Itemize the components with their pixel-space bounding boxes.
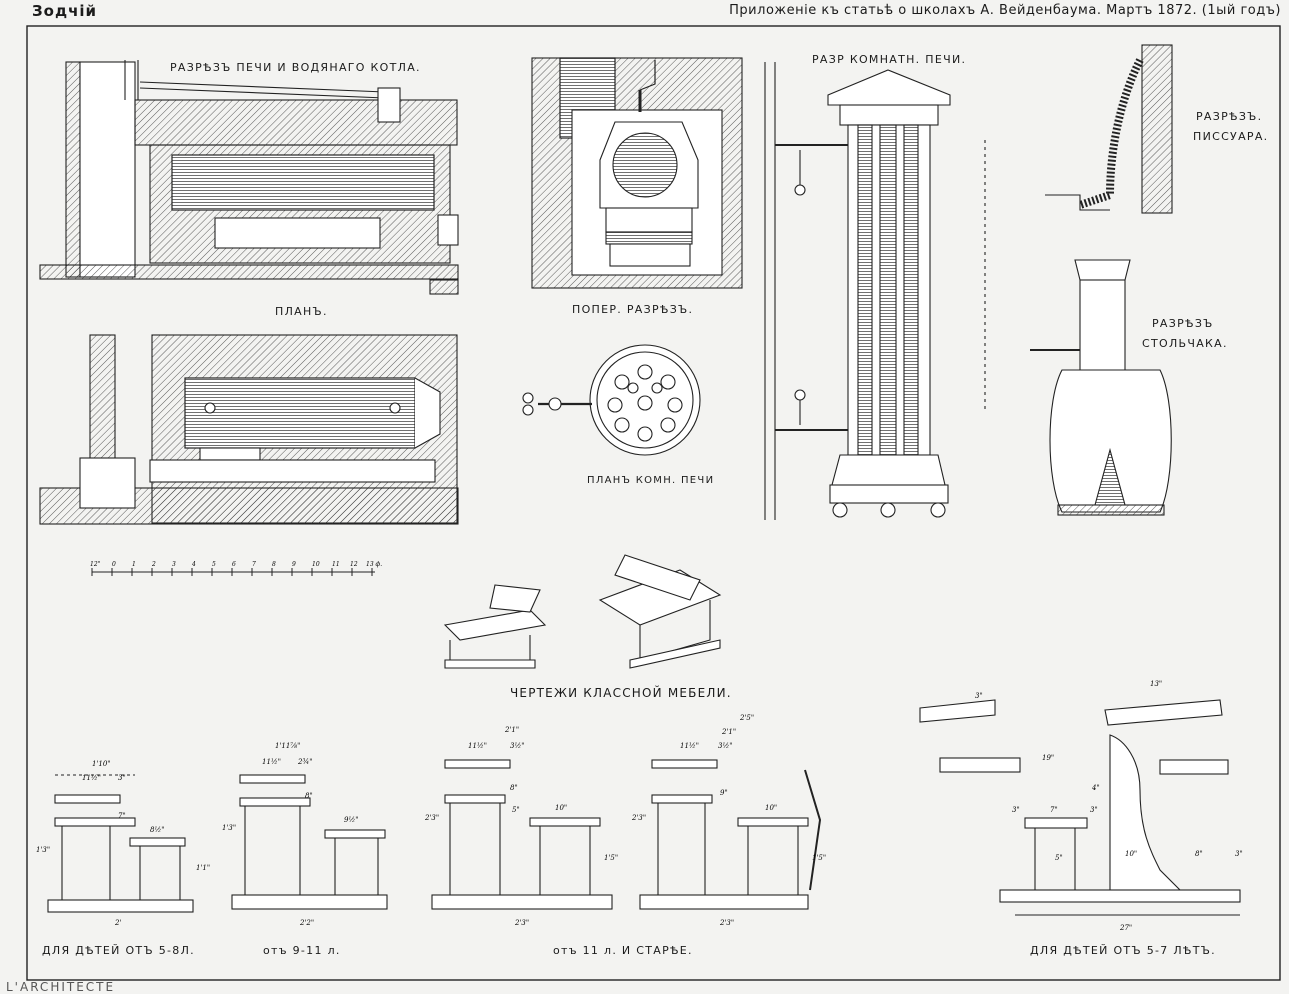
caption-urinal-line1: РАЗРѢЗЪ. xyxy=(1196,110,1263,123)
dimension-label: 8" xyxy=(305,792,313,800)
scale-label: 9 xyxy=(292,561,296,568)
dimension-label: 3½" xyxy=(510,742,524,750)
dimension-label: 27" xyxy=(1119,924,1132,932)
caption-toilet-line2: СТОЛЬЧАКА. xyxy=(1142,337,1228,350)
dimension-label: 7" xyxy=(1050,806,1058,814)
caption-urinal-line2: ПИССУАРА. xyxy=(1193,130,1269,143)
journal-title: Зодчій xyxy=(32,2,98,20)
dimension-label: 2'1" xyxy=(504,726,519,734)
scale-label: 7 xyxy=(252,561,256,568)
dimension-label: 11½" xyxy=(262,758,281,766)
scale-label: 6 xyxy=(232,561,236,568)
caption-classroom-furniture: ЧЕРТЕЖИ КЛАССНОЙ МЕБЕЛИ. xyxy=(510,686,732,700)
dimension-label: 1'5" xyxy=(604,854,618,862)
footer-text: L'ARCHITECTE xyxy=(6,980,116,994)
dimension-label: 8" xyxy=(510,784,518,792)
dimension-label: 8" xyxy=(1195,850,1203,858)
dimension-label: 10" xyxy=(765,804,777,812)
caption-stove-boiler-section: РАЗРѢЗЪ ПЕЧИ И ВОДЯНАГО КОТЛА. xyxy=(170,61,421,74)
caption-desk-9-11: отъ 9-11 л. xyxy=(263,944,341,957)
scale-label: 3 xyxy=(172,561,176,568)
desk-elevation-drawings xyxy=(47,699,1241,916)
scale-label: 10 xyxy=(312,561,320,568)
dimension-label: 2¾" xyxy=(297,758,312,766)
dimension-label: 2'2" xyxy=(299,919,314,927)
dimension-label: 8½" xyxy=(150,826,164,834)
scale-label: 12" xyxy=(90,561,101,568)
dimension-label: 3" xyxy=(1012,806,1020,814)
dimension-label: 1'3" xyxy=(222,824,236,832)
dimension-label: 1'3" xyxy=(36,846,50,854)
dimension-label: 2' xyxy=(114,919,121,927)
dimension-label: 11½" xyxy=(468,742,487,750)
dimension-label: 1'10" xyxy=(92,760,111,768)
dimension-label: 3" xyxy=(975,692,983,700)
caption-room-stove-section: РАЗР КОМНАТН. ПЕЧИ. xyxy=(812,53,967,66)
caption-room-stove-plan: ПЛАНЪ КОМН. ПЕЧИ xyxy=(587,475,715,486)
dimension-label: 5" xyxy=(512,806,520,814)
dimension-label: 11½" xyxy=(82,774,101,782)
desk-perspective-drawings xyxy=(443,554,722,669)
room-stove-plan-drawing xyxy=(522,344,701,456)
dimension-label: 2'1" xyxy=(721,728,736,736)
dimension-label: 3" xyxy=(118,774,126,782)
dimension-label: 11½" xyxy=(680,742,699,750)
dimension-label: 2'3" xyxy=(719,919,734,927)
scale-label: 13 ф. xyxy=(366,561,382,568)
dimension-label: 3" xyxy=(1090,806,1098,814)
plate-subtitle: Приложеніе къ статьѣ о школахъ А. Вейден… xyxy=(729,3,1281,18)
caption-desk-11-plus: отъ 11 л. И СТАРѢЕ. xyxy=(553,944,693,957)
stove-plan-drawing xyxy=(39,334,459,525)
dimension-label: 10" xyxy=(555,804,567,812)
scale-labels: 12" 0 1 2 3 4 5 6 7 8 9 10 11 12 13 ф. xyxy=(90,561,382,568)
dimension-label: 2'3" xyxy=(424,814,439,822)
scale-label: 8 xyxy=(272,561,276,568)
cross-section-drawing xyxy=(531,57,743,289)
scale-label: 2 xyxy=(151,561,156,568)
scale-label: 12 xyxy=(350,561,358,568)
dimension-label: 4" xyxy=(1091,784,1100,792)
dimension-label: 1'5" xyxy=(812,854,826,862)
dimension-label: 9½" xyxy=(344,816,358,824)
scale-label: 1 xyxy=(132,561,136,568)
dimension-label: 1'1" xyxy=(196,864,210,872)
caption-desk-5-7: ДЛЯ ДѢТЕЙ ОТЪ 5-7 ЛѢТЪ. xyxy=(1030,944,1216,957)
dimension-label: 5" xyxy=(1055,854,1063,862)
scale-bar xyxy=(91,568,375,576)
caption-plan: ПЛАНЪ. xyxy=(275,305,328,318)
dimension-label: 2'5" xyxy=(739,714,754,722)
dimension-label: 7" xyxy=(118,812,126,820)
scale-label: 0 xyxy=(112,561,116,568)
scale-label: 4 xyxy=(191,561,196,568)
caption-toilet-line1: РАЗРѢЗЪ xyxy=(1152,317,1214,330)
urinal-section-drawing xyxy=(1045,44,1173,214)
dimension-labels: 1'10" 11½" 3" 7" 8½" 1'3" 1'1" 2' 1'11⅞"… xyxy=(36,680,1243,932)
caption-cross-section: ПОПЕР. РАЗРѢЗЪ. xyxy=(572,303,694,316)
dimension-label: 1'11⅞" xyxy=(275,742,300,750)
scale-label: 5 xyxy=(212,561,216,568)
stove-boiler-section-drawing xyxy=(39,60,459,295)
toilet-section-drawing xyxy=(1030,259,1172,516)
dimension-label: 2'3" xyxy=(514,919,529,927)
scale-label: 11 xyxy=(332,561,340,568)
dimension-label: 10" xyxy=(1125,850,1137,858)
dimension-label: 2'3" xyxy=(631,814,646,822)
dimension-label: 19" xyxy=(1042,754,1054,762)
room-stove-section-drawing xyxy=(764,62,986,520)
dimension-label: 3" xyxy=(1235,850,1243,858)
caption-desk-5-8: ДЛЯ ДѢТЕЙ ОТЪ 5-8Л. xyxy=(42,944,195,957)
dimension-label: 13" xyxy=(1150,680,1162,688)
dimension-label: 9" xyxy=(720,789,728,797)
dimension-label: 3½" xyxy=(718,742,732,750)
